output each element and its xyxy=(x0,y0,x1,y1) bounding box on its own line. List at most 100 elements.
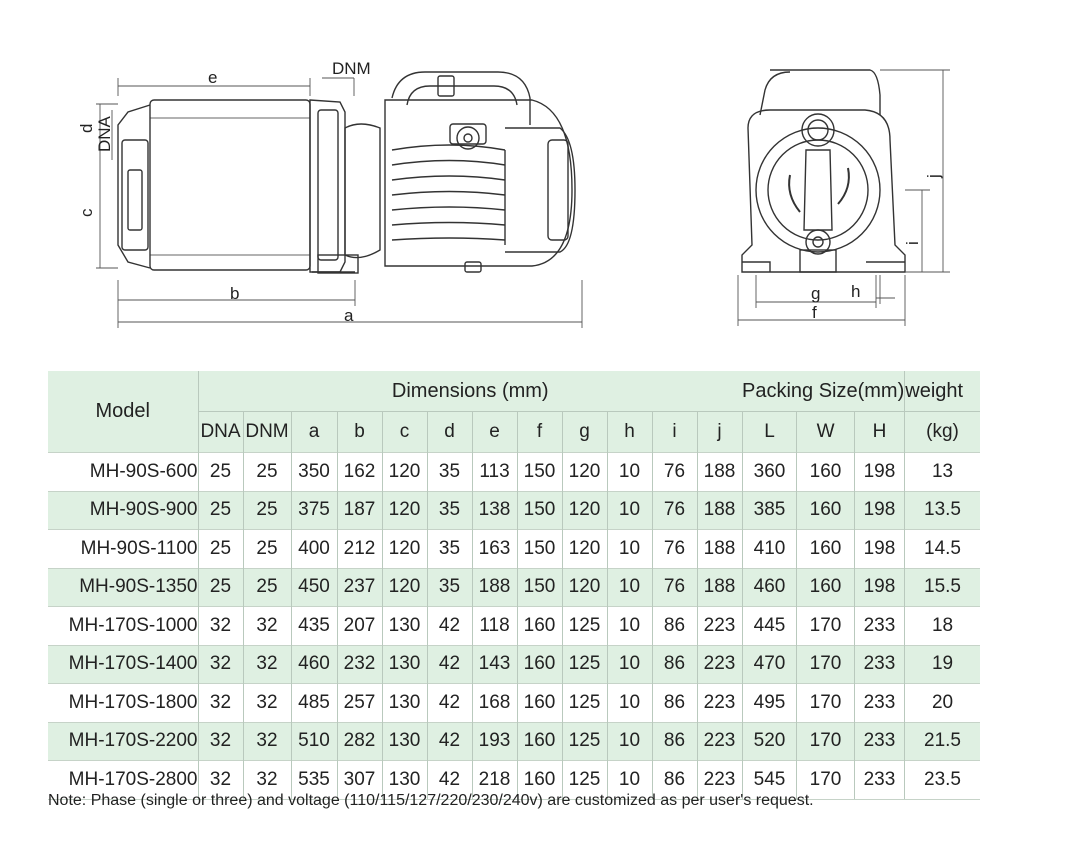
value-cell: 14.5 xyxy=(904,529,980,568)
column-header: DNM xyxy=(243,411,292,453)
value-cell: 188 xyxy=(472,567,518,607)
value-cell: 32 xyxy=(198,683,244,722)
value-cell: 160 xyxy=(517,683,563,722)
label-dna: DNA xyxy=(95,115,114,152)
value-cell: 32 xyxy=(198,644,244,684)
value-cell: 160 xyxy=(517,644,563,684)
value-cell: 13.5 xyxy=(904,490,980,530)
column-header: e xyxy=(472,411,518,453)
value-cell: 410 xyxy=(742,529,798,568)
value-cell: 130 xyxy=(382,721,428,761)
column-header: W xyxy=(796,411,855,453)
value-cell: 450 xyxy=(291,567,338,607)
value-cell: 232 xyxy=(337,644,383,684)
value-cell: 42 xyxy=(427,760,473,800)
value-cell: 188 xyxy=(697,490,743,530)
value-cell: 10 xyxy=(607,490,653,530)
label-i: i xyxy=(903,241,922,245)
value-cell: 10 xyxy=(607,567,653,607)
model-cell: MH-170S-1800 xyxy=(48,683,199,722)
value-cell: 160 xyxy=(796,452,855,491)
column-header: d xyxy=(427,411,473,453)
weight-header: weight xyxy=(904,371,980,412)
value-cell: 120 xyxy=(382,567,428,607)
value-cell: 360 xyxy=(742,452,798,491)
value-cell: 170 xyxy=(796,606,855,645)
value-cell: 13 xyxy=(904,452,980,491)
value-cell: 130 xyxy=(382,644,428,684)
value-cell: 125 xyxy=(562,760,608,800)
value-cell: 160 xyxy=(796,490,855,530)
value-cell: 160 xyxy=(517,760,563,800)
value-cell: 212 xyxy=(337,529,383,568)
value-cell: 188 xyxy=(697,567,743,607)
value-cell: 350 xyxy=(291,452,338,491)
value-cell: 460 xyxy=(742,567,798,607)
value-cell: 10 xyxy=(607,644,653,684)
value-cell: 86 xyxy=(652,721,698,761)
value-cell: 76 xyxy=(652,452,698,491)
value-cell: 233 xyxy=(854,644,906,684)
value-cell: 150 xyxy=(517,567,563,607)
front-view-pump xyxy=(741,69,906,273)
model-cell: MH-170S-2200 xyxy=(48,721,199,761)
value-cell: 76 xyxy=(652,529,698,568)
value-cell: 233 xyxy=(854,721,906,761)
side-view-dimensions xyxy=(96,77,583,328)
value-cell: 170 xyxy=(796,760,855,800)
value-cell: 233 xyxy=(854,760,906,800)
value-cell: 198 xyxy=(854,567,906,607)
value-cell: 42 xyxy=(427,721,473,761)
value-cell: 198 xyxy=(854,452,906,491)
value-cell: 125 xyxy=(562,644,608,684)
value-cell: 435 xyxy=(291,606,338,645)
value-cell: 32 xyxy=(243,606,292,645)
value-cell: 120 xyxy=(562,567,608,607)
value-cell: 233 xyxy=(854,683,906,722)
column-header: a xyxy=(291,411,338,453)
value-cell: 35 xyxy=(427,452,473,491)
value-cell: 163 xyxy=(472,529,518,568)
value-cell: 42 xyxy=(427,683,473,722)
front-view-dimensions xyxy=(737,69,950,326)
value-cell: 520 xyxy=(742,721,798,761)
column-header: c xyxy=(382,411,428,453)
value-cell: 35 xyxy=(427,567,473,607)
value-cell: 120 xyxy=(562,529,608,568)
value-cell: 138 xyxy=(472,490,518,530)
value-cell: 32 xyxy=(198,760,244,800)
value-cell: 130 xyxy=(382,760,428,800)
value-cell: 233 xyxy=(854,606,906,645)
value-cell: 32 xyxy=(243,721,292,761)
value-cell: 445 xyxy=(742,606,798,645)
value-cell: 32 xyxy=(243,644,292,684)
value-cell: 120 xyxy=(382,490,428,530)
value-cell: 188 xyxy=(697,452,743,491)
value-cell: 198 xyxy=(854,490,906,530)
column-header: f xyxy=(517,411,563,453)
value-cell: 168 xyxy=(472,683,518,722)
value-cell: 118 xyxy=(472,606,518,645)
value-cell: 223 xyxy=(697,606,743,645)
label-f: f xyxy=(812,303,817,322)
value-cell: 218 xyxy=(472,760,518,800)
front-view-labels: j i g h f xyxy=(811,174,943,322)
model-header: Model xyxy=(48,371,199,453)
value-cell: 10 xyxy=(607,529,653,568)
label-c: c xyxy=(77,208,96,217)
value-cell: 86 xyxy=(652,644,698,684)
footnote: Note: Phase (single or three) and voltag… xyxy=(48,792,814,809)
side-view-labels: e DNM d DNA c b a xyxy=(77,59,371,325)
value-cell: 32 xyxy=(198,606,244,645)
value-cell: 198 xyxy=(854,529,906,568)
value-cell: 160 xyxy=(517,721,563,761)
value-cell: 150 xyxy=(517,452,563,491)
value-cell: 76 xyxy=(652,567,698,607)
value-cell: 32 xyxy=(243,683,292,722)
label-h: h xyxy=(851,282,860,301)
label-a: a xyxy=(344,306,354,325)
column-header: L xyxy=(742,411,798,453)
